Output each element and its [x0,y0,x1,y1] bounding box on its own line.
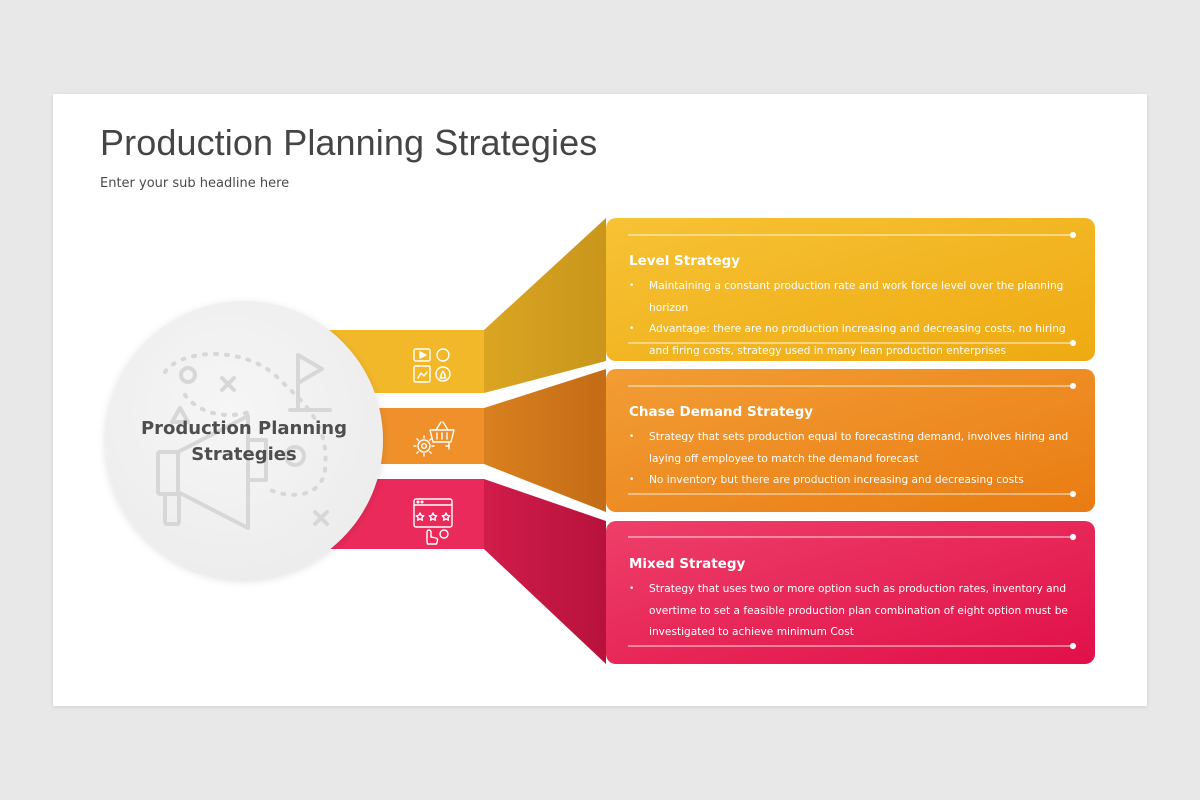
bullet-item: Advantage: there are no production incre… [629,319,1079,362]
connector-mixed [484,479,606,664]
basket-gear-icon [413,421,455,457]
strategy-bullets: Strategy that sets production equal to f… [629,427,1079,492]
marketing-strategy-icon [156,352,332,530]
strategy-title: Mixed Strategy [629,556,746,572]
strategy-title: Chase Demand Strategy [629,404,814,420]
center-title-line1: Production Planning [140,418,348,439]
web-rating-icon [413,498,453,545]
bullet-item: Maintaining a constant production rate a… [629,276,1079,319]
strategy-title: Level Strategy [629,253,741,269]
bullet-item: Strategy that uses two or more option su… [629,579,1079,644]
page-title: Production Planning Strategies [100,122,598,163]
connector-level [484,218,606,393]
strategy-bullets: Strategy that uses two or more option su… [629,579,1079,644]
video-chess-icon [413,348,451,383]
strategy-bullets: Maintaining a constant production rate a… [629,276,1079,362]
bullet-item: No inventory but there are production in… [629,470,1079,492]
strategy-card-mixed: Mixed Strategy Strategy that uses two or… [606,521,1095,664]
strategy-card-level: Level Strategy Maintaining a constant pr… [606,218,1095,361]
page-subtitle: Enter your sub headline here [100,176,290,191]
bullet-item: Strategy that sets production equal to f… [629,427,1079,470]
center-circle [105,301,383,579]
connector-chase [484,369,606,512]
center-title: Production Planning Strategies [130,416,358,468]
strategy-card-chase: Chase Demand Strategy Strategy that sets… [606,369,1095,512]
center-title-line2: Strategies [191,444,297,465]
